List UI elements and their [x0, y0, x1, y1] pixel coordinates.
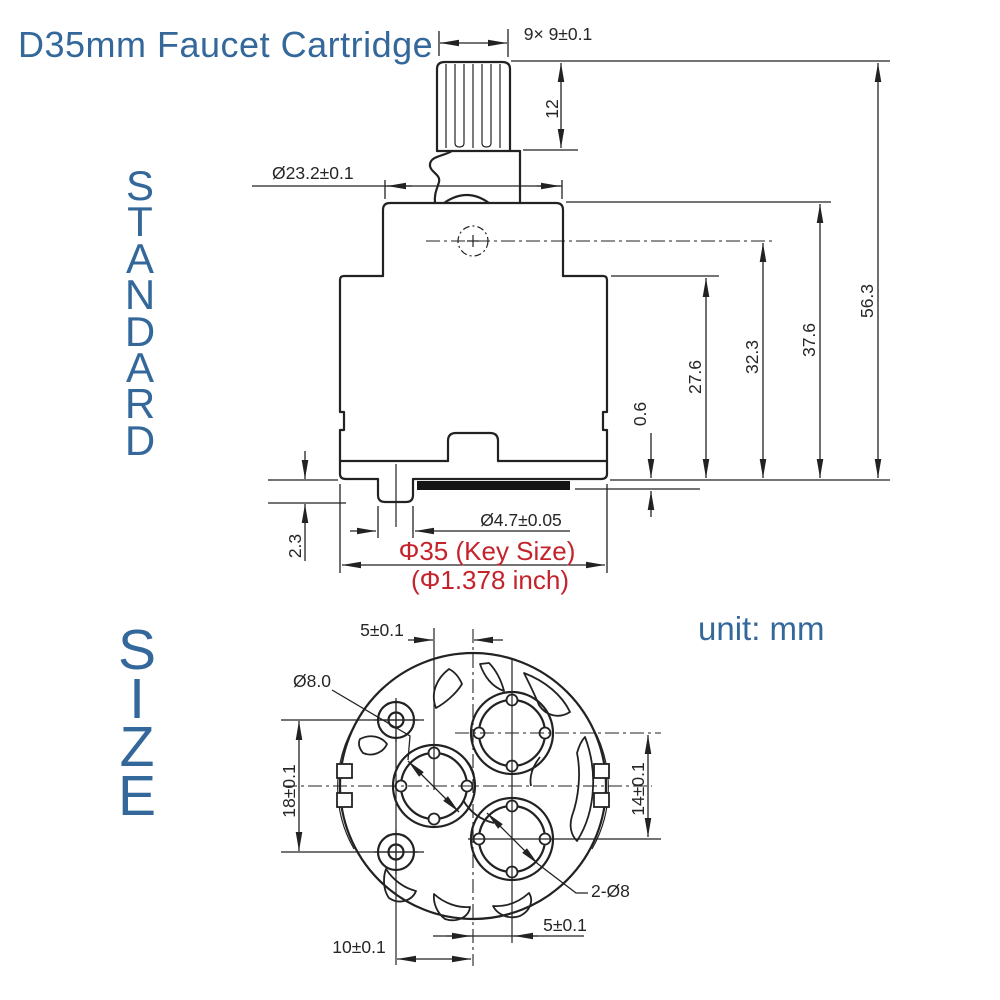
dim-key-size-inch: (Φ1.378 inch) — [411, 565, 569, 595]
base-seal — [417, 481, 570, 490]
dim-side-hole-to-base: 32.3 — [742, 340, 762, 374]
dim-screw-line-offset: 10±0.1 — [332, 937, 385, 957]
dim-body-height: 27.6 — [685, 360, 705, 394]
rim-notch — [593, 763, 610, 779]
page-title: D35mm Faucet Cartridge — [18, 24, 434, 65]
dim-offset-bottom: 5±0.1 — [543, 915, 587, 935]
bottom-view-dimensions: 5±0.1 Ø8.0 18±0.1 14±0.1 2-Ø8 5±0.1 10±0… — [279, 620, 652, 963]
dim-tab-diameter: Ø4.7±0.05 — [480, 510, 562, 530]
unit-note: unit: mm — [698, 610, 825, 647]
dim-screw-hole-diameter: Ø8.0 — [293, 671, 331, 691]
watermark-size: S I Z E — [117, 618, 157, 828]
side-view-part — [338, 60, 774, 527]
dim-inlet-holes: 2-Ø8 — [591, 881, 630, 901]
dim-screw-hole-spacing: 18±0.1 — [279, 764, 299, 817]
side-view-dimensions: 9× 9±0.1 12 Ø23.2±0.1 0.6 27.6 32.3 — [252, 24, 890, 595]
dim-seal-protrusion: 0.6 — [630, 402, 650, 426]
rim-notch — [336, 763, 353, 779]
dim-inlet-vertical-spacing: 14±0.1 — [628, 762, 648, 815]
dim-overall-height: 56.3 — [857, 284, 877, 318]
dim-tab-height: 2.3 — [285, 534, 305, 558]
dim-spline-width: 9× 9±0.1 — [524, 24, 592, 44]
dim-collar-diameter: Ø23.2±0.1 — [272, 163, 354, 183]
dim-offset-top: 5±0.1 — [360, 620, 404, 640]
rim-notch — [593, 792, 610, 808]
spline-grooves — [445, 64, 501, 148]
watermark-standard: S T A N D A R D — [124, 162, 156, 464]
bottom-view-part — [281, 628, 661, 966]
dim-spline-height: 12 — [542, 99, 562, 118]
dim-key-size-mm: Φ35 (Key Size) — [399, 536, 576, 566]
dim-collar-to-base: 37.6 — [799, 323, 819, 357]
rim-notch — [336, 792, 353, 808]
